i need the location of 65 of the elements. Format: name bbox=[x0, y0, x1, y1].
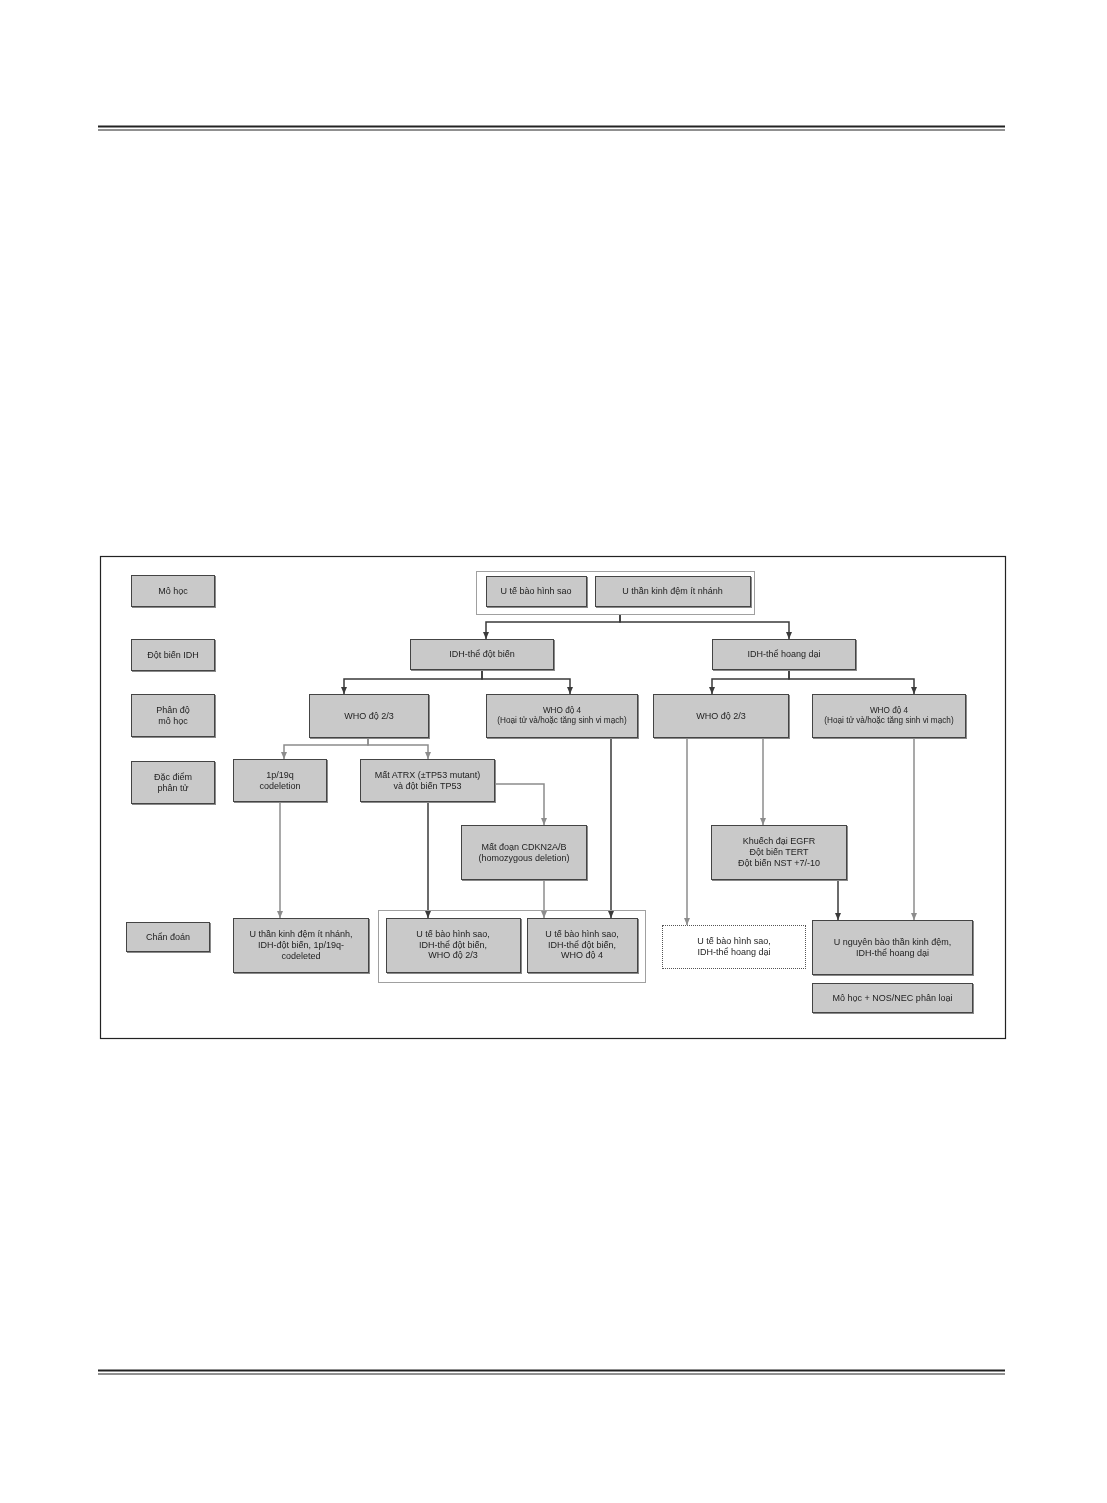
node-label: Mất đoạn CDKN2A/B (homozygous deletion) bbox=[477, 841, 571, 864]
row-label-box bbox=[131, 694, 215, 737]
node-label: Đột biến IDH bbox=[147, 649, 199, 661]
process-box bbox=[486, 694, 638, 738]
arrow bbox=[619, 614, 792, 640]
process-box bbox=[712, 639, 856, 670]
node-label: (Hoại tử và/hoặc tăng sinh vi mạch) bbox=[497, 716, 627, 726]
group-frame bbox=[378, 910, 646, 983]
arrow bbox=[788, 669, 917, 695]
node-label: U thần kinh đệm ít nhánh bbox=[622, 585, 723, 597]
arrow bbox=[835, 879, 841, 921]
row-label-box bbox=[126, 922, 210, 952]
node-label: Phân độ mô học bbox=[155, 704, 191, 727]
arrow bbox=[481, 669, 573, 695]
node-label: U nguyên bào thần kinh đệm, IDH-thể hoang dại bbox=[832, 936, 953, 959]
node-label: U thần kinh đệm ít nhánh, IDH-đột biến, 1p/19q-codeleted bbox=[248, 929, 354, 962]
arrow bbox=[277, 801, 283, 919]
process-box bbox=[461, 825, 587, 880]
node-label: Mô học bbox=[158, 585, 188, 597]
node-label: Khuếch đại EGFR bbox=[742, 836, 816, 848]
node-label: Đột biến NST +7/-10 bbox=[737, 857, 821, 869]
node-label: 1p/19q codeletion bbox=[258, 769, 302, 792]
process-box bbox=[594, 575, 751, 607]
process-box bbox=[233, 759, 327, 802]
row-label-box bbox=[131, 575, 215, 607]
arrow bbox=[494, 783, 547, 826]
group-frame bbox=[476, 571, 755, 615]
process-box bbox=[653, 694, 789, 738]
arrow bbox=[684, 737, 690, 926]
node-label: WHO độ 4 bbox=[869, 706, 909, 716]
row-label-box bbox=[131, 639, 215, 671]
arrow bbox=[425, 801, 431, 919]
dashed-box bbox=[662, 925, 806, 969]
node-label: WHO độ 2/3 bbox=[344, 710, 394, 722]
process-box bbox=[711, 825, 847, 880]
process-box bbox=[812, 983, 973, 1013]
node-label: Mất ATRX (±TP53 mutant) và đột biến TP53 bbox=[373, 769, 482, 792]
node-label: U tế bào hình sao bbox=[500, 585, 572, 597]
node-label: U tế bào hình sao, IDH-thể đột biến, WHO độ 2/3 bbox=[415, 928, 491, 962]
arrow bbox=[541, 879, 547, 919]
node-label: U tế bào hình sao, IDH-thể hoang dại bbox=[696, 936, 772, 958]
node-label: IDH-thể đột biến bbox=[449, 649, 515, 660]
node-label: Đặc điểm phân tử bbox=[153, 771, 193, 794]
arrow bbox=[911, 737, 917, 921]
process-box bbox=[360, 759, 495, 802]
process-box bbox=[485, 575, 587, 607]
node-label: Đột biến TERT bbox=[749, 847, 809, 858]
row-label-box bbox=[131, 761, 215, 804]
node-label: Mô học + NOS/NEC phân loại bbox=[832, 992, 953, 1004]
process-box bbox=[526, 917, 638, 973]
node-label: Chẩn đoán bbox=[145, 931, 190, 943]
node-label: (Hoại tử và/hoặc tăng sinh vi mạch) bbox=[824, 716, 954, 726]
arrow bbox=[760, 737, 766, 826]
process-box bbox=[385, 917, 521, 973]
process-box bbox=[410, 639, 554, 670]
node-label: WHO độ 4 bbox=[542, 706, 582, 716]
process-box bbox=[812, 920, 973, 975]
process-box bbox=[309, 694, 429, 738]
node-label: IDH-thể hoang dại bbox=[747, 649, 821, 660]
arrow bbox=[608, 737, 614, 919]
process-box bbox=[812, 694, 966, 738]
arrow bbox=[367, 737, 431, 760]
process-box bbox=[233, 918, 369, 973]
node-label: U tế bào hình sao, IDH-thể đột biến, WHO độ 4 bbox=[544, 928, 620, 962]
node-label: WHO độ 2/3 bbox=[696, 710, 746, 722]
